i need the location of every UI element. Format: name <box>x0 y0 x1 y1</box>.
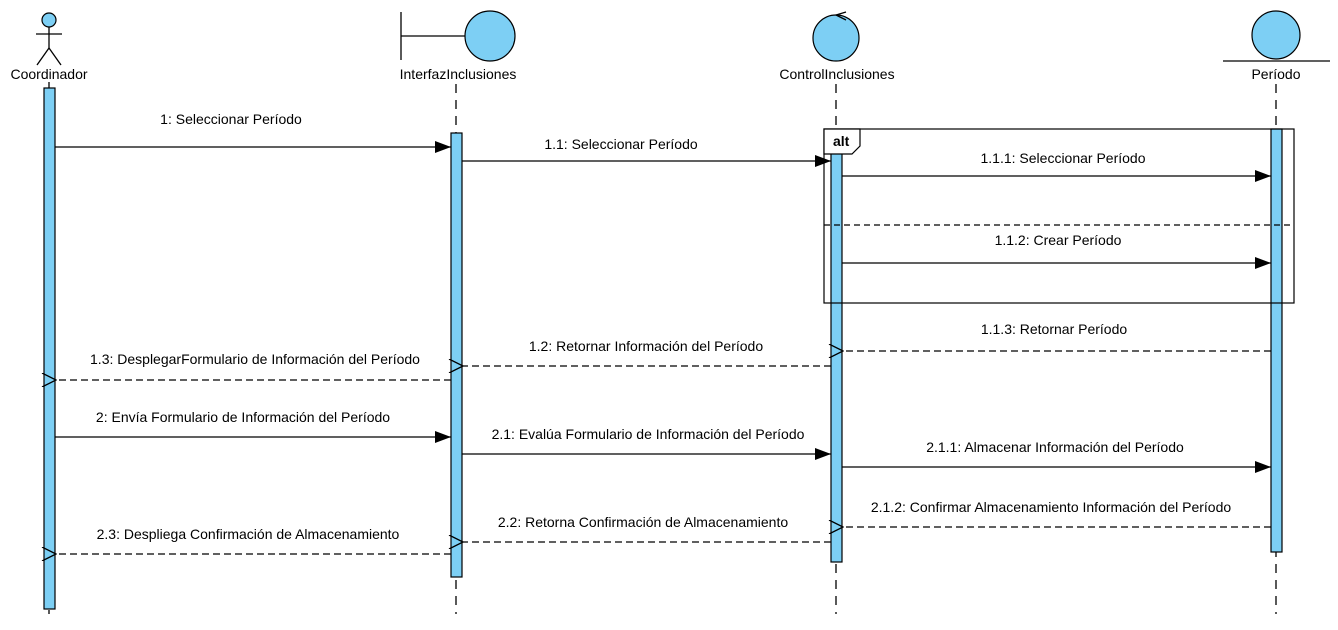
message-label-1-3: 1.3: DesplegarFormulario de Información … <box>90 351 420 367</box>
message-label-2: 2: Envía Formulario de Información del P… <box>96 409 390 425</box>
message-label-1-1-1: 1.1.1: Seleccionar Período <box>981 150 1146 166</box>
activation-coordinador <box>43 87 56 610</box>
entity-icon <box>1223 10 1330 62</box>
message-label-2-1: 2.1: Evalúa Formulario de Información de… <box>492 426 805 442</box>
message-label-1-1: 1.1: Seleccionar Período <box>544 136 698 152</box>
fragment-operator: alt <box>833 133 850 149</box>
message-label-1-2: 1.2: Retornar Información del Período <box>529 338 763 354</box>
activation-interfaz <box>450 132 463 578</box>
actor-icon <box>36 12 62 66</box>
message-label-2-3: 2.3: Despliega Confirmación de Almacenam… <box>97 526 400 542</box>
message-label-1-1-2: 1.1.2: Crear Período <box>995 232 1122 248</box>
alt-fragment: alt <box>823 128 1295 304</box>
lifeline-label-coordinador: Coordinador <box>10 66 87 82</box>
boundary-icon <box>400 10 516 62</box>
control-icon <box>812 11 860 62</box>
message-label-2-2: 2.2: Retorna Confirmación de Almacenamie… <box>498 514 788 530</box>
message-label-1: 1: Seleccionar Período <box>160 111 302 127</box>
message-label-1-1-3: 1.1.3: Retornar Período <box>981 321 1128 337</box>
message-label-2-1-1: 2.1.1: Almacenar Información del Período <box>926 439 1184 455</box>
activation-periodo <box>1270 128 1283 553</box>
activation-control <box>830 151 843 563</box>
lifeline-label-periodo: Período <box>1251 66 1300 82</box>
lifeline-label-control: ControlInclusiones <box>779 66 894 82</box>
lifeline-label-interfaz: InterfazInclusiones <box>400 66 517 82</box>
message-label-2-1-2: 2.1.2: Confirmar Almacenamiento Informac… <box>871 499 1232 515</box>
